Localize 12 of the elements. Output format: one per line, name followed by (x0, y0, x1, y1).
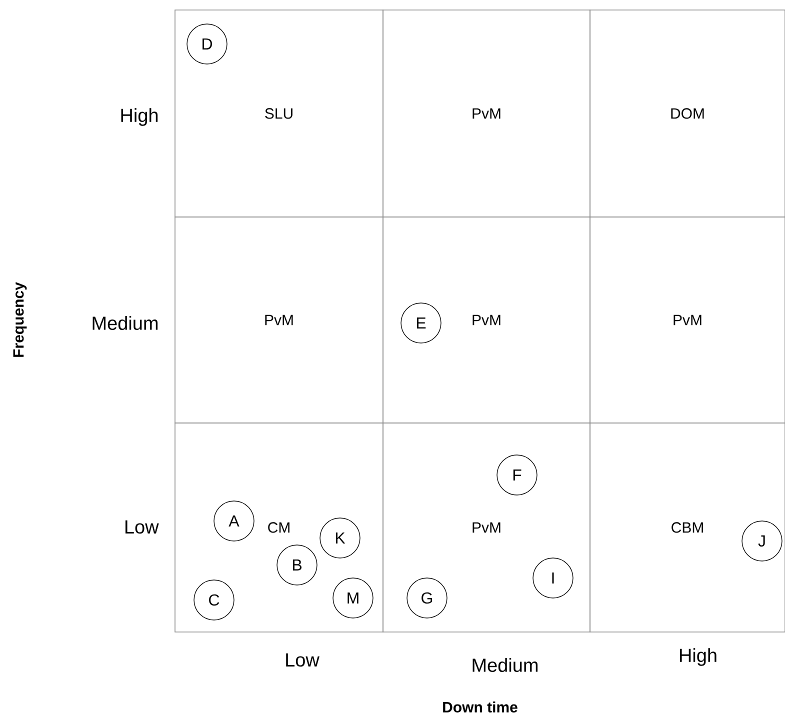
axis-label: Medium (472, 658, 538, 672)
matrix-cell: PvM (382, 10, 590, 218)
axis-title: Down time (443, 701, 518, 712)
matrix-cell: PvM (174, 216, 384, 424)
axis-label: High (121, 108, 158, 126)
axis-label: Medium (92, 316, 158, 330)
matrix-cell: DOM (590, 10, 785, 218)
axis-title: Frequency (13, 282, 27, 357)
axis-label: Low (286, 653, 320, 667)
matrix-cell: PvM (590, 216, 785, 424)
axis-label: High (680, 648, 716, 666)
axis-label: Low (126, 520, 159, 534)
